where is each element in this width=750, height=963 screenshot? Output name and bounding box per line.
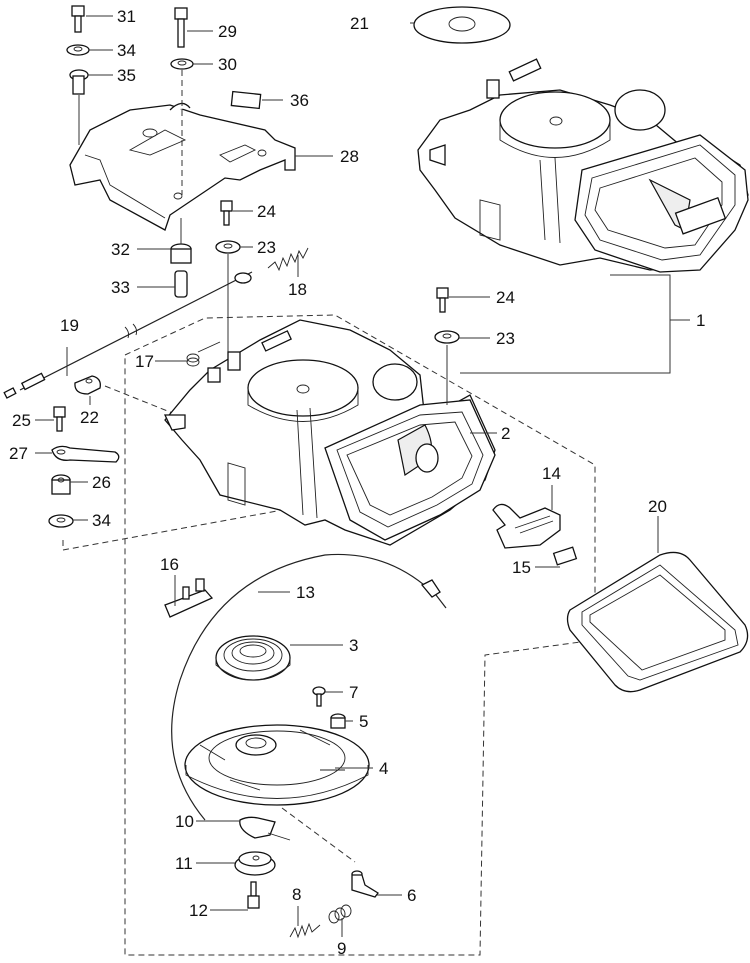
part-23-washer-upper [215,240,241,360]
part-19-cable [3,271,253,399]
part-17-spring [186,341,221,367]
part-13-rope [171,553,447,821]
callout-24-lower: 24 [496,288,515,307]
part-12-bolt [247,881,260,909]
part-6-ratchet [351,870,379,898]
part-15-insert [552,546,578,566]
part-4-reel [184,724,370,806]
callout-9: 9 [337,939,346,958]
callout-33: 31 [117,7,136,26]
callout-3: 3 [349,636,358,655]
part-26-spacer [51,474,71,495]
callout-6: 6 [407,886,416,905]
part-28-cover [69,102,296,231]
part-36-label [230,90,262,110]
callout-26: 26 [92,473,111,492]
callout-25: 25 [12,411,31,430]
part-27-lever [51,445,120,463]
callout-12: 12 [189,901,208,920]
callout-31-text: 32 [111,240,130,259]
callout-17: 17 [135,352,154,371]
callout-labels: 31 34 35 29 30 36 28 24 23 30 31 18 21 2… [9,7,705,958]
part-23-washer-lower [434,330,460,405]
callout-1: 1 [696,311,705,330]
part-33-bolt [71,5,85,33]
callout-16: 16 [160,555,179,574]
callout-15: 15 [512,558,531,577]
part-31-spacer [170,218,192,264]
part-11-pulley [234,851,276,876]
callout-35: 35 [117,66,136,85]
callout-24-upper: 24 [257,202,276,221]
part-9-spring [328,904,352,924]
callout-30: 30 [218,55,237,74]
ratchet-alignment-line [281,807,356,863]
part-34-washer-lower [48,504,311,551]
callout-23-lower: 23 [496,329,515,348]
callout-10: 10 [175,812,194,831]
part-34-washer-top [66,44,90,56]
part-22-plate [74,375,181,417]
part-20-gasket [566,551,749,693]
callout-labels-extra: 32 33 [111,240,130,297]
callout-28: 28 [340,147,359,166]
callout-4: 4 [379,759,388,778]
part-25-bolt [53,406,66,432]
part-30-washer [170,58,194,195]
callout-22: 22 [80,408,99,427]
part-32-sleeve [174,270,188,298]
callout-34-top: 34 [117,41,136,60]
part-2-housing [163,319,496,546]
complete-starter-assembly [417,58,749,273]
callout-19: 19 [60,316,79,335]
leader-lines [35,15,690,937]
part-7-screw [312,686,326,707]
callout-32-text: 33 [111,278,130,297]
part-24-bolt-lower [436,287,449,313]
callout-29: 29 [218,22,237,41]
callout-13: 13 [296,583,315,602]
callout-27: 27 [9,444,28,463]
callout-2: 2 [501,424,510,443]
callout-8: 8 [292,885,301,904]
callout-36: 36 [290,91,309,110]
callout-34-lower: 34 [92,511,111,530]
callout-5: 5 [359,712,368,731]
callout-7: 7 [349,683,358,702]
part-21-disc [413,6,511,44]
part-8-spring [289,922,321,939]
callout-23-upper: 23 [257,238,276,257]
part-5-collar [330,713,346,729]
part-16-bracket [164,578,214,618]
callout-14: 14 [542,464,561,483]
callout-18: 18 [288,280,307,299]
callout-21: 21 [350,14,369,33]
callout-20: 20 [648,497,667,516]
part-10-guide [239,816,291,841]
part-29-bolt [174,7,188,48]
part-35-collar [69,69,89,145]
part-3-mainspring [215,635,291,681]
part-24-bolt-upper [220,200,233,226]
callout-11: 11 [175,854,193,873]
part-18-spring [267,247,309,272]
part-14-handle [492,503,561,549]
